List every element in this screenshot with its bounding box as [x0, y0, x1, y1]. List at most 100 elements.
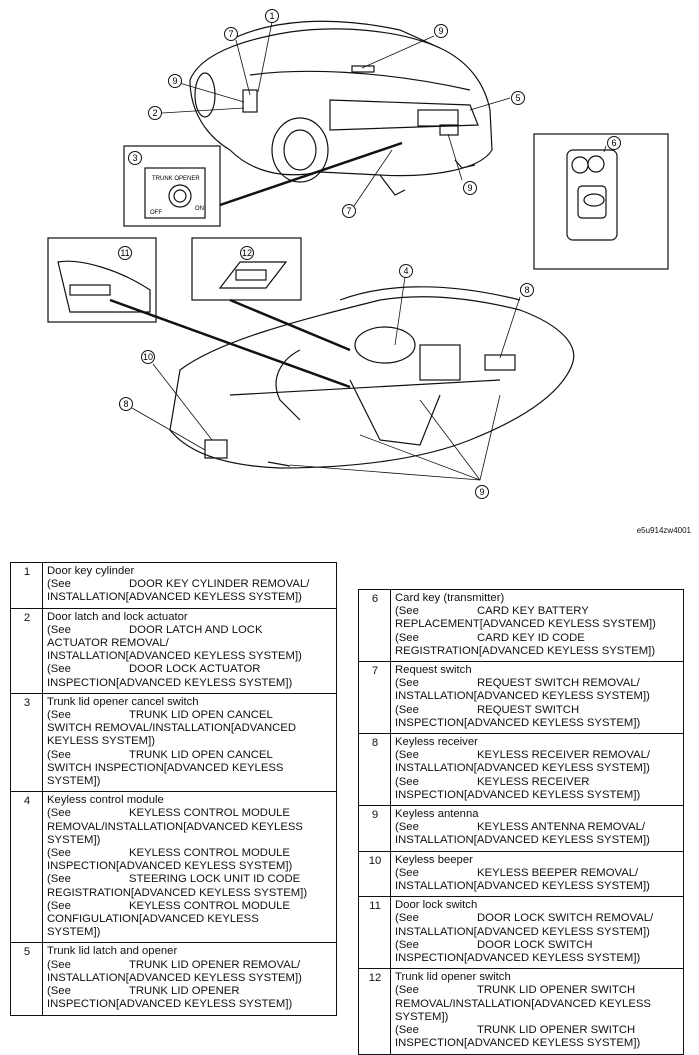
component-name: Keyless antenna [395, 808, 479, 821]
reference-continuation: REMOVAL/INSTALLATION[ADVANCED KEYLESS [47, 820, 303, 833]
component-number: 3 [10, 692, 43, 793]
svg-text:12: 12 [242, 248, 252, 258]
reference-continuation: SYSTEM]) [47, 926, 101, 939]
svg-text:9: 9 [479, 487, 484, 497]
reference-title: DOOR KEY CYLINDER REMOVAL/ [129, 578, 310, 591]
callout-4: 4 [399, 264, 413, 278]
component-name: Door lock switch [395, 899, 478, 912]
callout-8a: 8 [520, 283, 534, 297]
reference-title: DOOR LOCK SWITCH REMOVAL/ [477, 912, 654, 925]
component-number: 1 [10, 562, 43, 609]
reference-continuation: CONFIGULATION[ADVANCED KEYLESS [47, 913, 259, 926]
reference-continuation: REPLACEMENT[ADVANCED KEYLESS SYSTEM]) [395, 618, 656, 631]
callout-5: 5 [511, 91, 525, 105]
reference-title: KEYLESS CONTROL MODULE [129, 899, 290, 912]
see-prefix: (See [395, 984, 419, 997]
svg-text:6: 6 [611, 138, 616, 148]
component-row: 1 Door key cylinder(See DOOR KEY CYLINDER … [10, 562, 337, 609]
trunk-opener-text: TRUNK OPENER [152, 176, 200, 182]
reference-continuation: INSTALLATION[ADVANCED KEYLESS SYSTEM]) [47, 650, 302, 663]
reference-continuation: INSTALLATION[ADVANCED KEYLESS SYSTEM]) [47, 591, 302, 604]
see-prefix: (See [47, 623, 71, 636]
component-number: 6 [358, 588, 391, 663]
reference-continuation: KEYLESS SYSTEM]) [47, 735, 155, 748]
figure-code: e5u914zw4001 [636, 526, 691, 535]
callout-9a: 9 [434, 24, 448, 38]
reference-continuation: INSTALLATION[ADVANCED KEYLESS SYSTEM]) [395, 690, 650, 703]
callout-11: 11 [118, 246, 132, 260]
reference-continuation: SYSTEM]) [47, 775, 101, 788]
see-prefix: (See [395, 631, 419, 644]
see-prefix: (See [47, 578, 71, 591]
callout-2: 2 [148, 106, 162, 120]
reference-title: TRUNK LID OPENER REMOVAL/ [129, 958, 301, 971]
component-name: Request switch [395, 664, 472, 677]
off-text: OFF [150, 210, 162, 216]
reference-title: KEYLESS CONTROL MODULE [129, 807, 290, 820]
component-number: 9 [358, 805, 391, 852]
svg-text:8: 8 [123, 399, 128, 409]
see-prefix: (See [47, 958, 71, 971]
component-number: 8 [358, 733, 391, 807]
see-prefix: (See [47, 709, 71, 722]
reference-link[interactable]: (See DOOR KEY CYLINDER REMOVAL/INSTALLATI… [47, 578, 333, 604]
callout-9d: 9 [475, 485, 489, 499]
component-number: 2 [10, 607, 43, 694]
callout-9c: 9 [463, 181, 477, 195]
car-exterior-illustration [189, 20, 493, 196]
reference-continuation: ACTUATOR REMOVAL/ [47, 637, 169, 650]
reference-continuation: INSTALLATION[ADVANCED KEYLESS SYSTEM]) [395, 880, 650, 893]
component-name: Door key cylinder [47, 565, 135, 577]
reference-title: KEYLESS RECEIVER REMOVAL/ [477, 749, 651, 762]
reference-continuation: INSPECTION[ADVANCED KEYLESS SYSTEM]) [395, 788, 641, 801]
reference-title: TRUNK LID OPENER SWITCH [477, 1024, 636, 1037]
svg-text:9: 9 [438, 26, 443, 36]
reference-title: STEERING LOCK UNIT ID CODE [129, 873, 301, 886]
reference-continuation: INSPECTION[ADVANCED KEYLESS SYSTEM]) [47, 676, 293, 689]
component-name: Door latch and lock actuator [47, 610, 188, 623]
see-prefix: (See [47, 847, 71, 860]
component-name: Keyless receiver [395, 736, 478, 749]
reference-title: REQUEST SWITCH [477, 703, 580, 716]
component-name: Card key (transmitter) [395, 592, 505, 604]
component-name: Trunk lid latch and opener [47, 945, 178, 958]
reference-title: TRUNK LID OPEN CANCEL [129, 748, 273, 761]
callout-9b: 9 [168, 74, 182, 88]
callout-10: 10 [141, 350, 155, 364]
component-number: 4 [10, 791, 43, 944]
see-prefix: (See [395, 1024, 419, 1037]
